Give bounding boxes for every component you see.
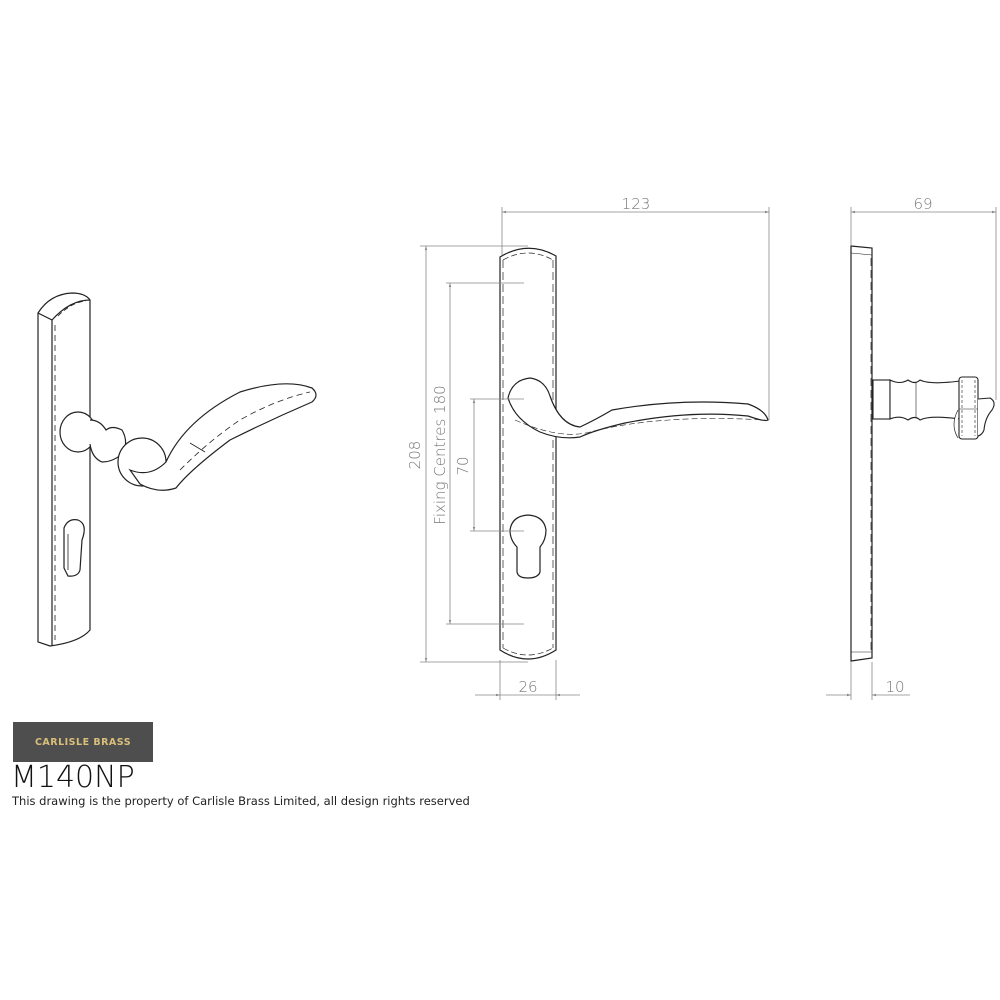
front-view: 123 208 Fixing Centres 180 70	[406, 195, 770, 700]
dim-10-label: 10	[885, 678, 904, 696]
dim-width-overall	[501, 207, 770, 420]
dim-projection	[850, 207, 997, 400]
front-lever	[507, 377, 769, 439]
carlisle-brass-logo: CARLISLE BRASS	[13, 722, 153, 762]
rights-notice: This drawing is the property of Carlisle…	[12, 794, 470, 808]
dim-lever-to-cylinder	[470, 398, 524, 532]
dim-fixing-centres-label: Fixing Centres 180	[431, 385, 449, 524]
logo-text: CARLISLE BRASS	[34, 736, 132, 748]
model-number: M140NP	[11, 760, 135, 795]
dim-plate-width	[475, 660, 580, 700]
dim-123-label: 123	[622, 195, 651, 213]
dim-69-label: 69	[913, 195, 932, 213]
dim-fixing-centres	[446, 282, 524, 625]
isometric-view	[37, 292, 317, 647]
side-view: 69 10	[826, 195, 997, 700]
dim-plate-thickness	[826, 662, 910, 700]
dim-70-label: 70	[454, 456, 472, 475]
iso-keyhole	[63, 519, 85, 577]
front-backplate	[499, 247, 557, 660]
dim-208-label: 208	[406, 441, 424, 470]
dim-height-overall	[420, 245, 528, 663]
iso-backplate	[37, 292, 91, 647]
side-backplate	[850, 245, 873, 662]
iso-lever-arm	[128, 383, 317, 491]
dim-26-label: 26	[518, 678, 537, 696]
side-lever	[872, 376, 995, 440]
